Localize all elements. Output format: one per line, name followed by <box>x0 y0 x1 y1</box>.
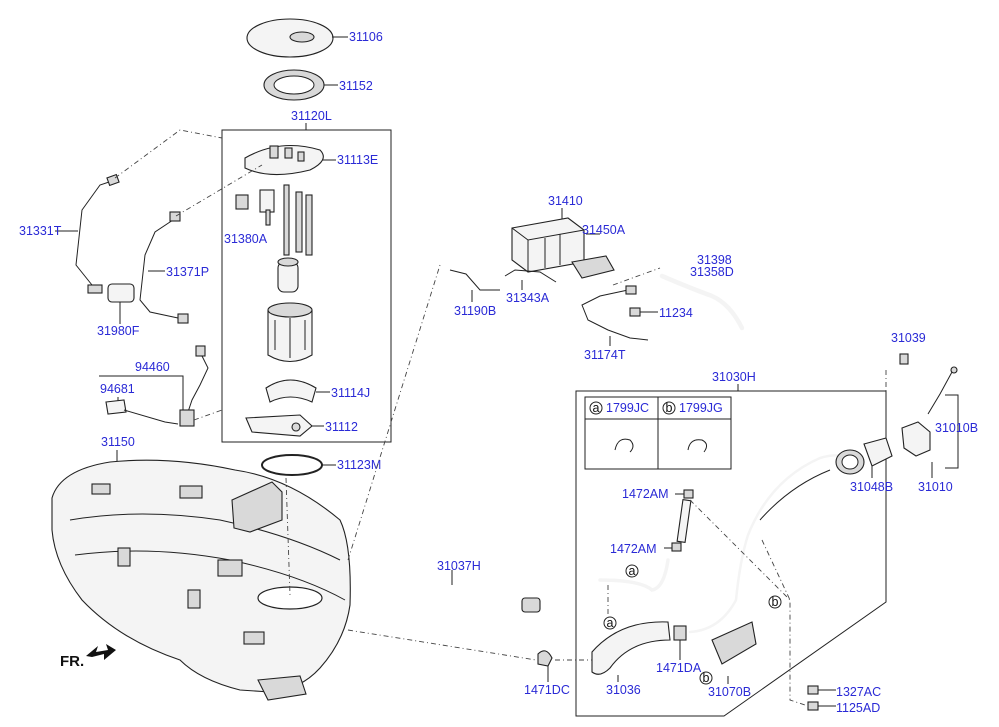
label-31331T: 31331T <box>19 224 62 238</box>
callout-b-lower: b <box>703 671 710 685</box>
label-31113E: 31113E <box>337 153 378 167</box>
label-31120L: 31120L <box>291 109 332 123</box>
front-indicator-label: FR. <box>60 653 84 670</box>
canister-bracket-part <box>571 255 615 279</box>
label-31039: 31039 <box>891 331 926 345</box>
label-11234: 11234 <box>659 306 693 320</box>
fuel-pump-module-box <box>221 129 392 443</box>
callout-b-upper: b <box>772 595 779 609</box>
nut-1327AC-part <box>807 685 819 695</box>
label-31010: 31010 <box>918 480 953 494</box>
legend-part-a: 1799JC <box>606 401 649 415</box>
label-31190B: 31190B <box>454 304 496 318</box>
fuel-cap-part <box>901 421 931 457</box>
label-31450A: 31450A <box>582 223 626 237</box>
label-31106: 31106 <box>349 30 383 44</box>
label-31010B: 31010B <box>935 421 978 435</box>
label-1471DC: 1471DC <box>524 683 570 697</box>
filler-gasket-part <box>863 437 893 467</box>
label-31048B: 31048B <box>850 480 893 494</box>
clip-1799JG-icon <box>687 439 708 453</box>
vapor-tube-31174T <box>581 289 649 341</box>
vapor-tube-31331T <box>75 179 116 286</box>
label-31150: 31150 <box>101 435 135 449</box>
label-31410: 31410 <box>548 194 583 208</box>
callout-a-lower: a <box>607 616 614 630</box>
bolt-1125AD-part <box>807 701 819 711</box>
screw-31039-part <box>899 353 909 365</box>
label-94460: 94460 <box>135 360 170 374</box>
label-31371P: 31371P <box>166 265 209 279</box>
air-filter-hose-31398 <box>661 275 743 329</box>
fuel-filter-part <box>107 283 135 303</box>
label-1471DA: 1471DA <box>656 661 702 675</box>
strainer-part <box>245 414 313 437</box>
vapor-tube-31371P <box>139 217 179 319</box>
vapor-tube-31190B <box>449 269 500 291</box>
label-31037H: 31037H <box>437 559 481 573</box>
label-31152: 31152 <box>339 79 373 93</box>
label-31030H: 31030H <box>712 370 756 384</box>
legend-part-b: 1799JG <box>679 401 723 415</box>
label-31174T: 31174T <box>584 348 626 362</box>
vapor-hose-31343A <box>504 269 557 283</box>
label-31398: 31398 <box>697 253 732 267</box>
label-31112: 31112 <box>325 420 358 434</box>
clip-1799JC-icon <box>614 438 634 453</box>
label-31070B: 31070B <box>708 685 751 699</box>
label-31380A: 31380A <box>224 232 268 246</box>
sender-harness-part <box>187 351 209 413</box>
label-1125AD: 1125AD <box>836 701 880 715</box>
clamp-1471DC-part <box>537 650 553 667</box>
filler-hose-31036 <box>591 621 671 675</box>
assembly-leader-lines <box>114 129 887 707</box>
bolt-11234-part <box>629 307 641 317</box>
tank-heat-shield-part <box>231 481 283 533</box>
pump-bracket-part <box>265 379 317 403</box>
filler-neck-box <box>575 390 887 717</box>
label-31358D: 31358D <box>690 265 734 279</box>
label-1472AM-bottom: 1472AM <box>610 542 657 556</box>
label-1327AC: 1327AC <box>836 685 881 699</box>
legend-marker-a: a <box>593 401 600 415</box>
pump-gasket-part <box>261 454 323 476</box>
label-31980F: 31980F <box>97 324 140 338</box>
front-arrow-icon <box>86 644 116 660</box>
sender-bracket-part <box>105 399 127 415</box>
pump-plate-part <box>244 145 324 176</box>
label-94681: 94681 <box>100 382 135 396</box>
label-1472AM-top: 1472AM <box>622 487 669 501</box>
label-31036: 31036 <box>606 683 641 697</box>
label-31343A: 31343A <box>506 291 550 305</box>
label-31123M: 31123M <box>337 458 381 472</box>
legend-marker-b: b <box>666 401 673 415</box>
label-31114J: 31114J <box>331 386 370 400</box>
callout-a-upper: a <box>629 564 636 578</box>
fuel-cap-tether-part <box>927 371 953 415</box>
